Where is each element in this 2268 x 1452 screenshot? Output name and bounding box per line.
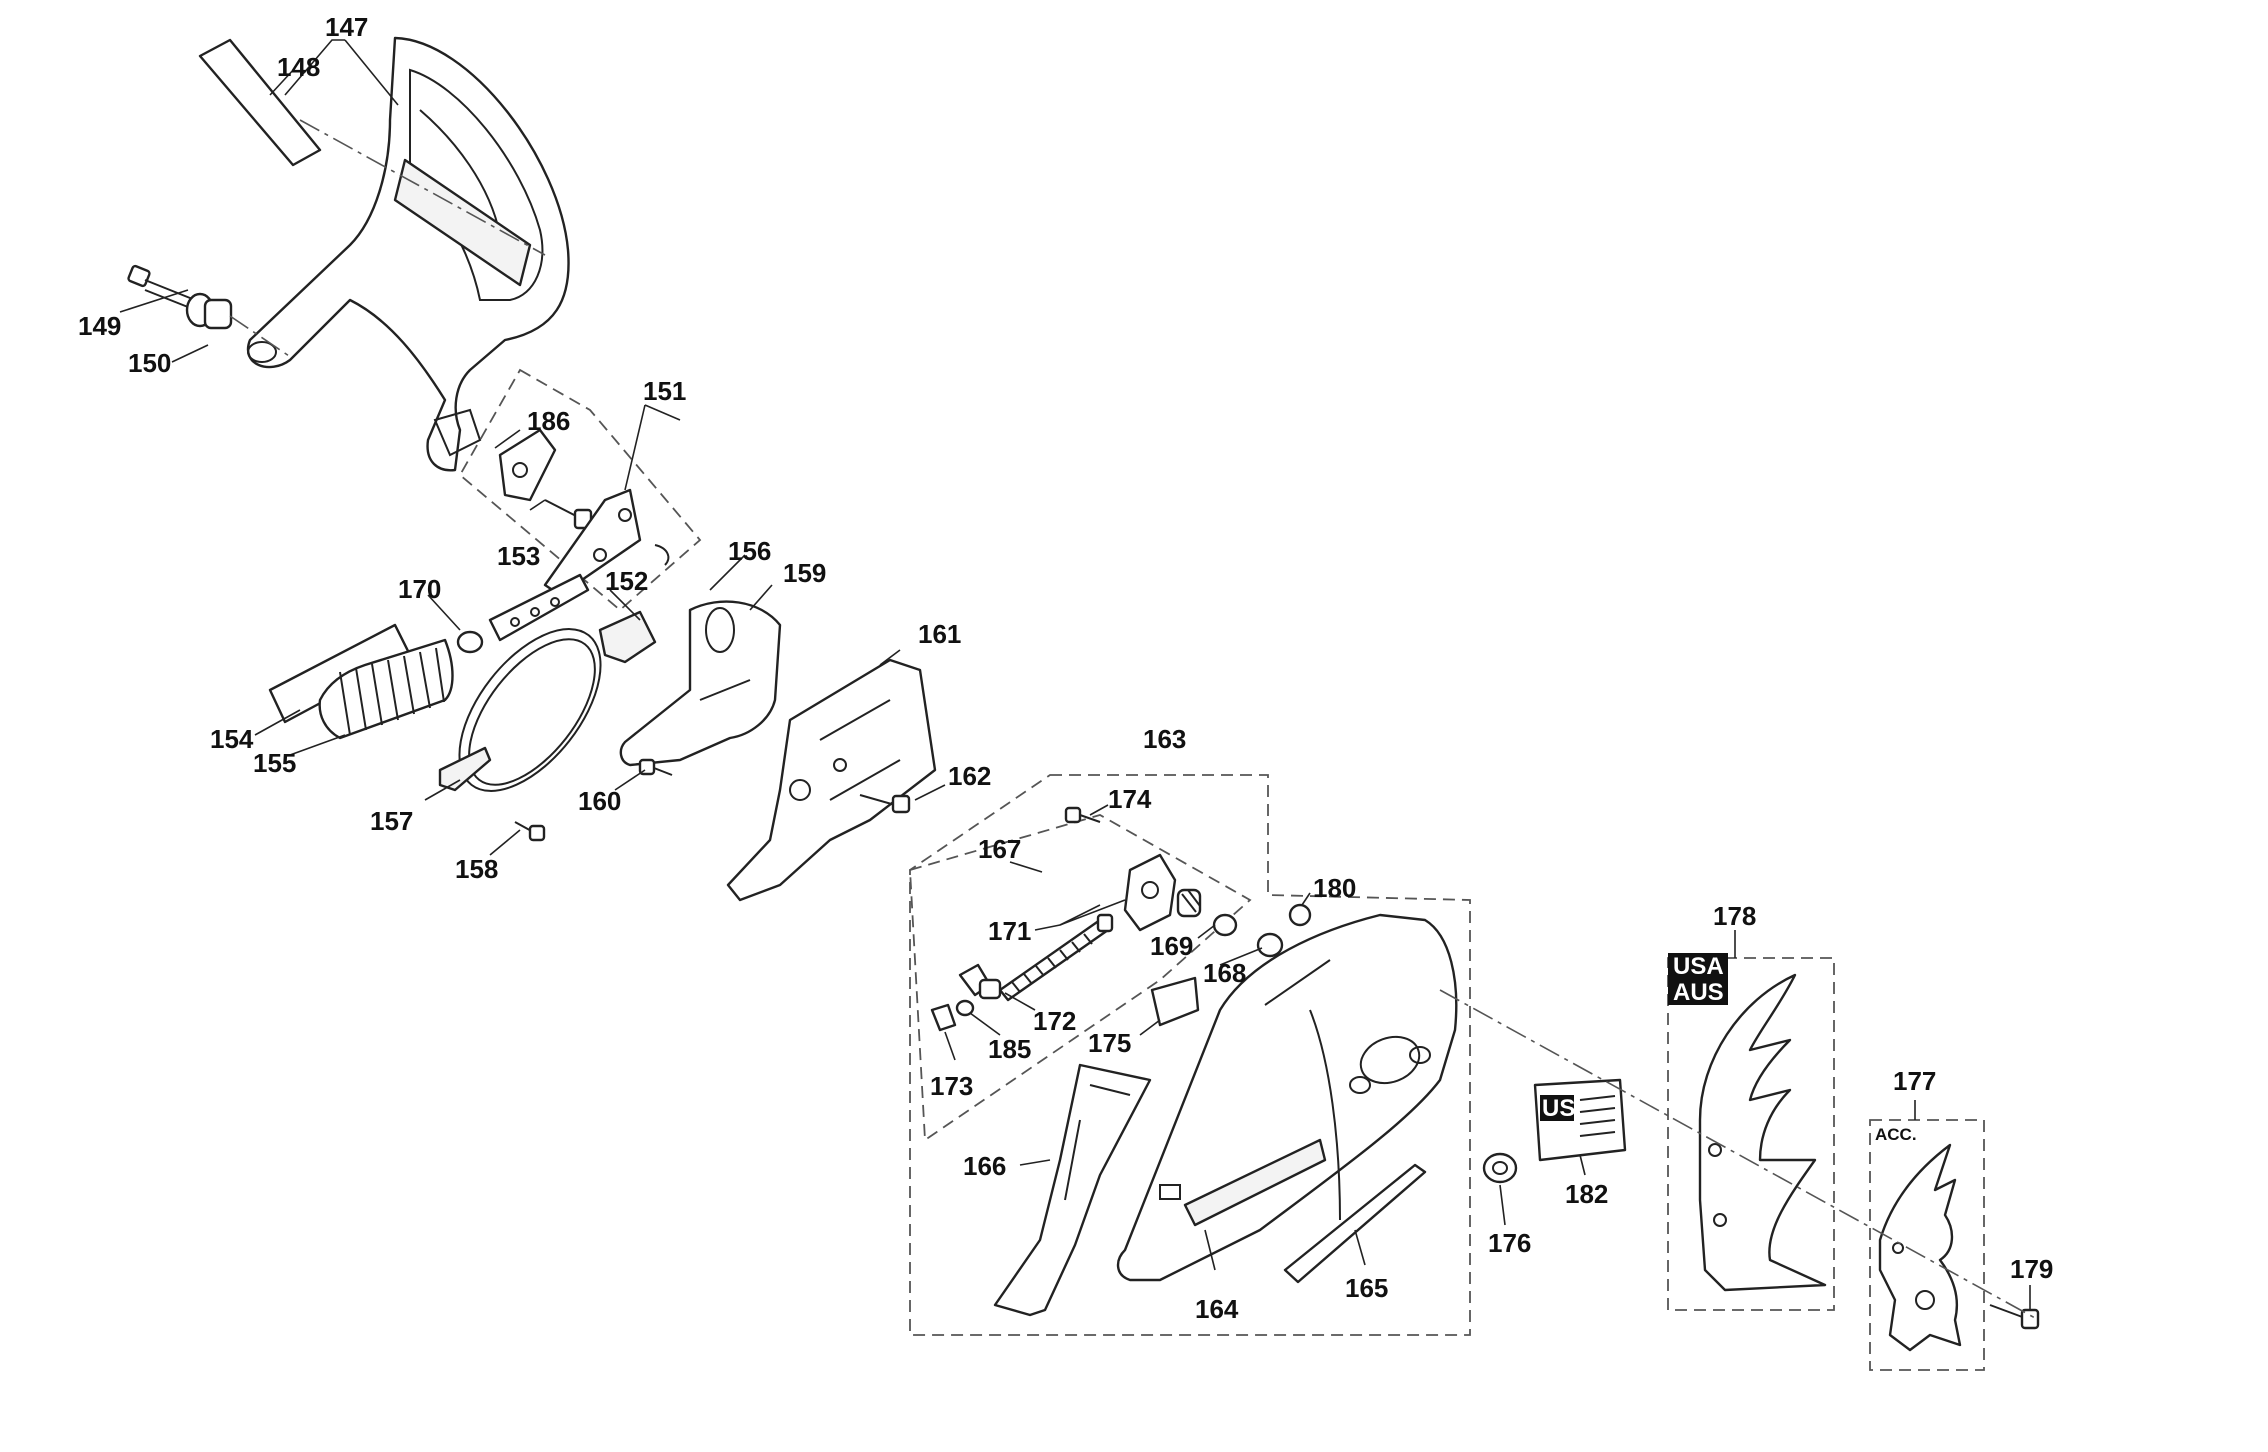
nut-part-180 <box>1288 903 1312 927</box>
callout-147: 147 <box>325 12 368 42</box>
brake-link-part-152 <box>488 488 670 642</box>
callout-182: 182 <box>1565 1179 1608 1209</box>
callout-151: 151 <box>643 376 686 406</box>
screw-part-153 <box>544 499 593 530</box>
brake-lever-part-186 <box>498 428 557 502</box>
callout-167: 167 <box>978 834 1021 864</box>
callout-150: 150 <box>128 348 171 378</box>
decal-part-165 <box>1283 1163 1427 1284</box>
brake-cover-part-159 <box>619 600 782 767</box>
gear-part-169 <box>1176 888 1202 918</box>
usa-badge-text: USA <box>1673 953 1724 980</box>
callout-168: 168 <box>1203 958 1246 988</box>
bumper-spike-part-177 <box>1878 1143 1962 1352</box>
callout-171: 171 <box>988 916 1031 946</box>
aus-badge <box>1668 979 1728 1005</box>
callout-152: 152 <box>605 566 648 596</box>
callout-173: 173 <box>930 1071 973 1101</box>
callout-159: 159 <box>783 558 826 588</box>
nut-part-173 <box>930 1003 957 1032</box>
callout-172: 172 <box>1033 1006 1076 1036</box>
washer-part-185 <box>955 999 975 1017</box>
tensioner-pin-part-172 <box>958 963 1002 1000</box>
callout-163: 163 <box>1143 724 1186 754</box>
side-plate-part-161 <box>726 658 937 902</box>
callout-161: 161 <box>918 619 961 649</box>
callout-157: 157 <box>370 806 413 836</box>
callout-149: 149 <box>78 311 121 341</box>
side-cover-part-164 <box>1116 913 1458 1282</box>
warning-decal-part-182: USA <box>1533 1078 1627 1162</box>
brake-band-part-157 <box>438 628 602 792</box>
callout-162: 162 <box>948 761 991 791</box>
callout-155: 155 <box>253 748 296 778</box>
spike-hole <box>1708 1143 1722 1157</box>
spring-part-155 <box>318 638 454 740</box>
decal-part-148 <box>198 38 322 167</box>
nut-part-176 <box>1482 1152 1518 1184</box>
bolt-part-149 <box>127 264 201 312</box>
callout-178: 178 <box>1713 901 1756 931</box>
nut-part-168 <box>1256 932 1284 958</box>
washer-part-169b <box>1212 913 1238 937</box>
bumper-spike-group-177 <box>1869 1119 1985 1371</box>
sleeve-part-150 <box>185 292 233 330</box>
tensioner-housing-part <box>1123 853 1177 932</box>
callout-148: 148 <box>277 52 320 82</box>
callout-175: 175 <box>1088 1028 1131 1058</box>
callout-170: 170 <box>398 574 441 604</box>
usa-badge <box>1668 953 1728 979</box>
callout-186: 186 <box>527 406 570 436</box>
callout-153: 153 <box>497 541 540 571</box>
screw-part-174 <box>1064 806 1101 824</box>
bumper-spike-part-178 <box>1698 973 1827 1292</box>
accessory-label: ACC. <box>1875 1125 1917 1144</box>
callout-165: 165 <box>1345 1273 1388 1303</box>
alignment-line <box>229 315 293 359</box>
callout-179: 179 <box>2010 1254 2053 1284</box>
callout-180: 180 <box>1313 873 1356 903</box>
screw-part-158 <box>514 821 546 842</box>
screw-part-162 <box>859 794 911 814</box>
callout-169: 169 <box>1150 931 1193 961</box>
callout-154: 154 <box>210 724 254 754</box>
callout-174: 174 <box>1108 784 1152 814</box>
side-cover-group-163 <box>909 774 1471 1336</box>
washer-part-170 <box>456 630 484 654</box>
callout-164: 164 <box>1195 1294 1239 1324</box>
callout-160: 160 <box>578 786 621 816</box>
chain-tensioner-group-167 <box>909 814 1252 1142</box>
leader-lines <box>119 39 2031 1310</box>
spike-hole <box>1915 1290 1935 1310</box>
callout-176: 176 <box>1488 1228 1531 1258</box>
callout-177: 177 <box>1893 1066 1936 1096</box>
hand-guard-part-147 <box>246 36 570 472</box>
callout-166: 166 <box>963 1151 1006 1181</box>
spike-hole <box>1713 1213 1727 1227</box>
adjusting-screw-part-171 <box>998 913 1114 1002</box>
callout-158: 158 <box>455 854 498 884</box>
callout-numbers: 147 148 149 150 151 186 153 152 156 159 … <box>78 12 2053 1324</box>
felt-part-156 <box>598 610 657 664</box>
bumper-spike-group-178 <box>1667 957 1835 1311</box>
bumper-part-166 <box>993 1063 1152 1317</box>
guide-part-175 <box>1150 976 1200 1027</box>
callout-185: 185 <box>988 1034 1031 1064</box>
brake-linkage-group-151 <box>458 368 702 612</box>
aus-badge-text: AUS <box>1673 979 1724 1006</box>
callout-156: 156 <box>728 536 771 566</box>
alignment-line <box>299 119 546 256</box>
